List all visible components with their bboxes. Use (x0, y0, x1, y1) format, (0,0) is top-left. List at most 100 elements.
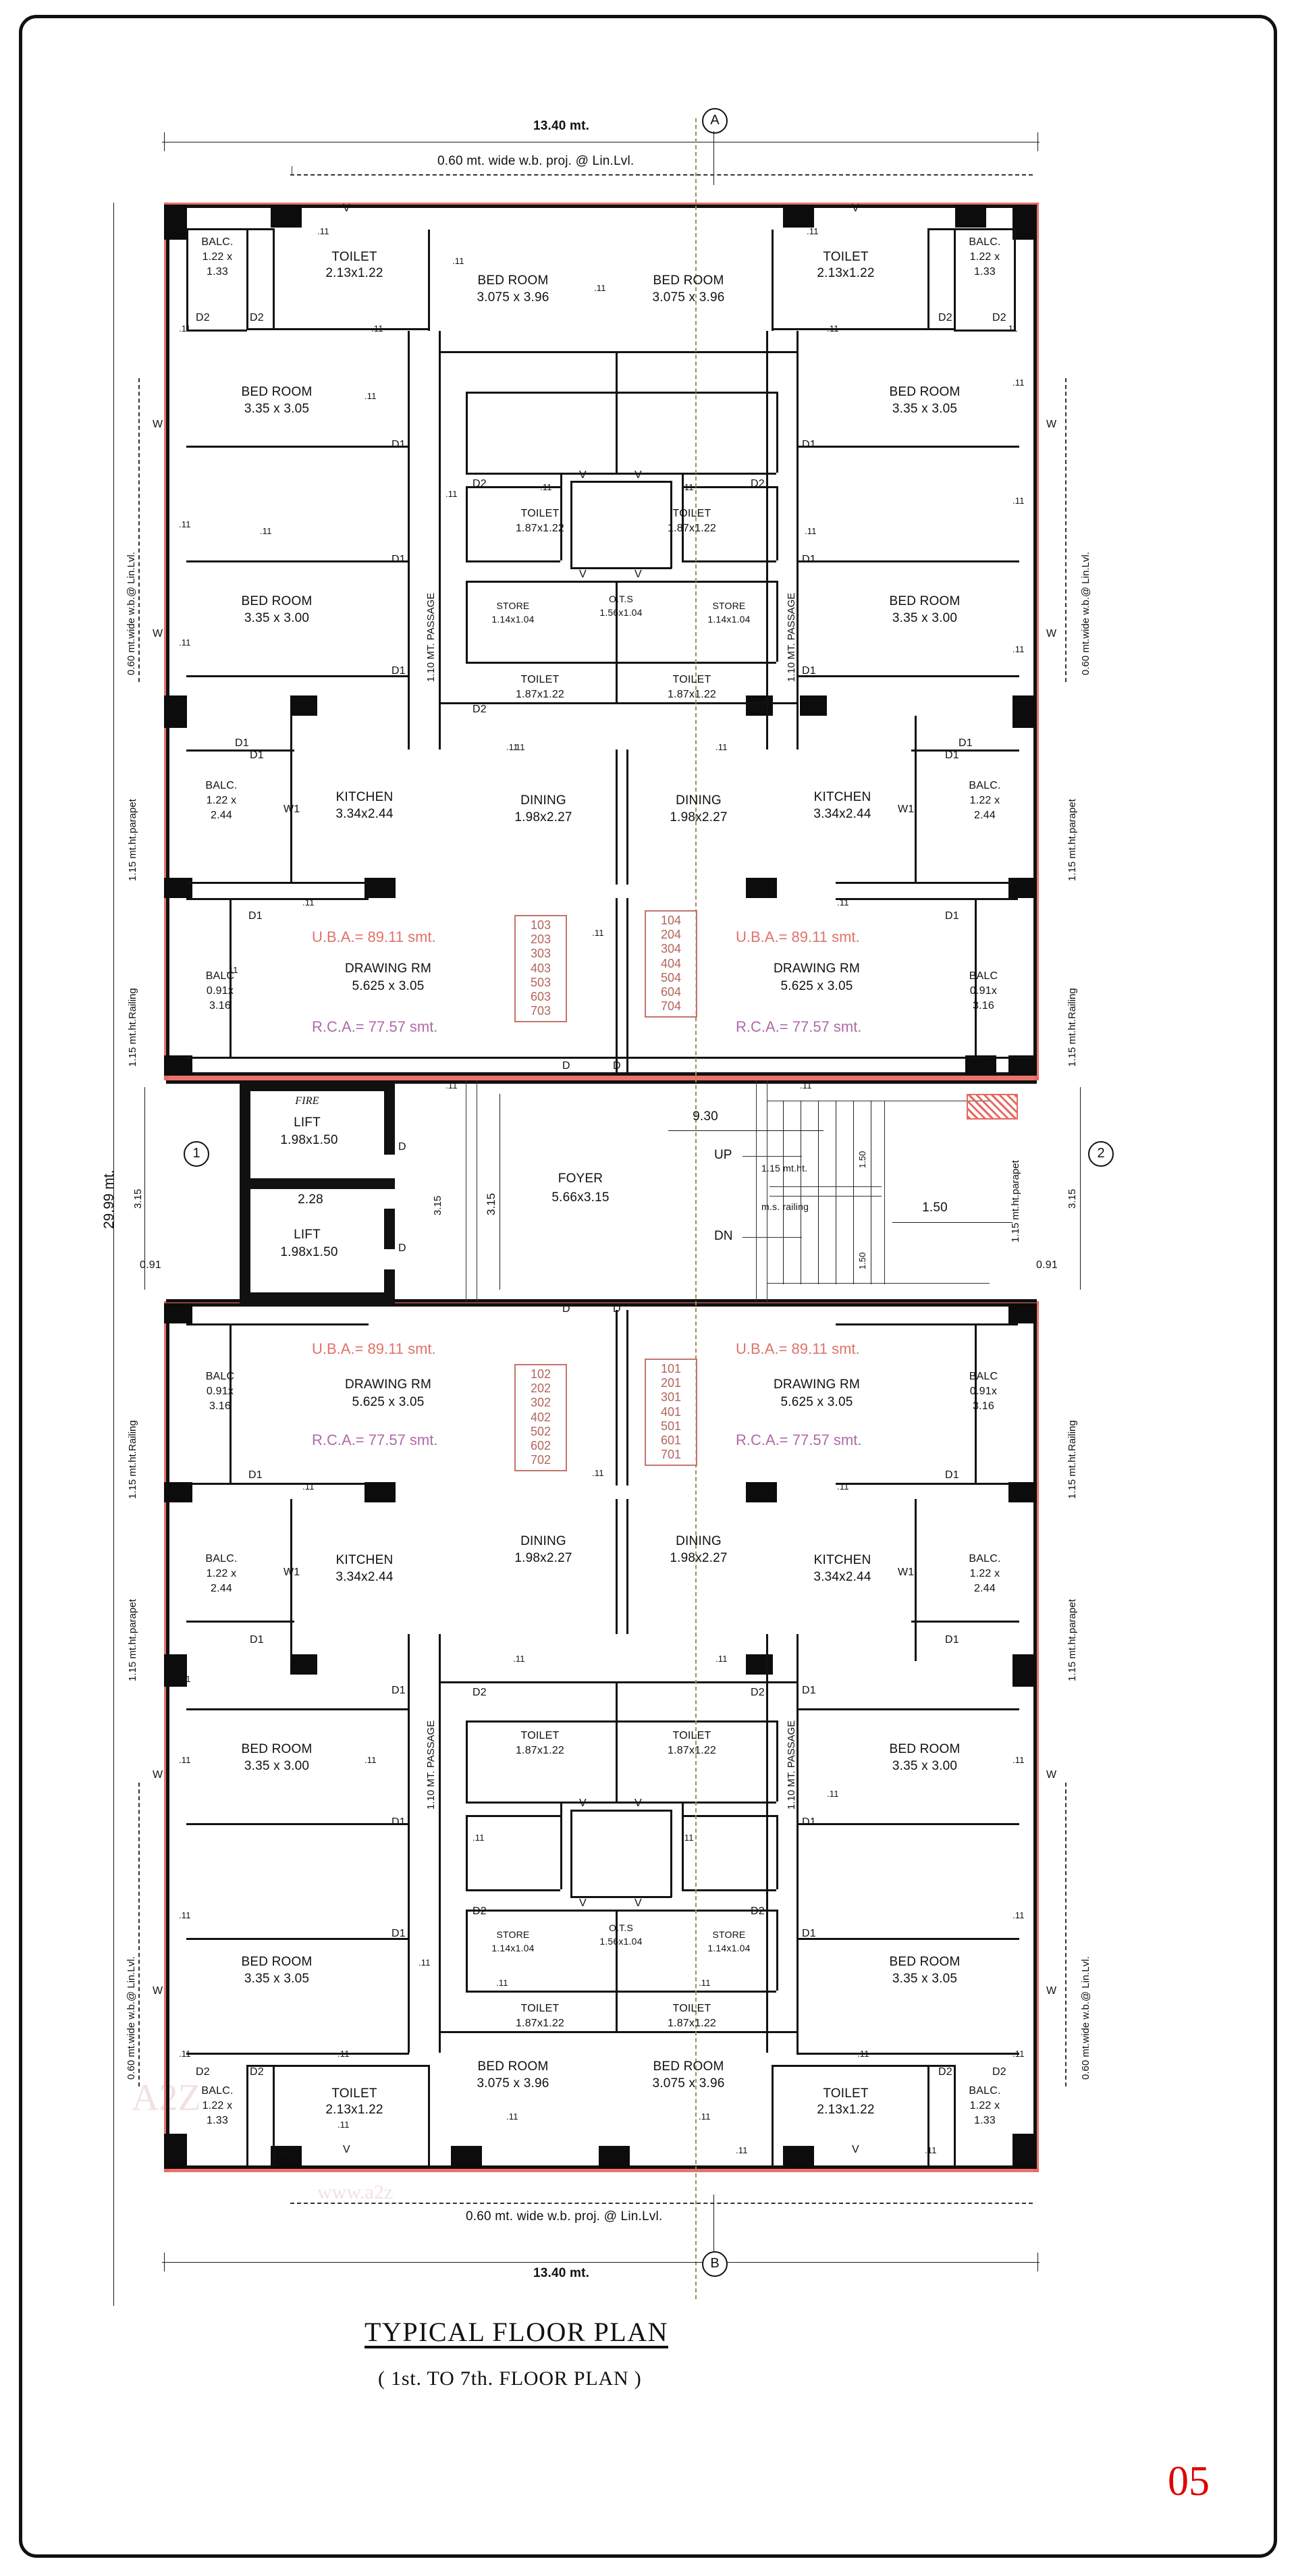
weather-band-top-dash (290, 174, 1033, 176)
unit-number: 103 (530, 918, 551, 932)
room-store-size: 1.14x1.04 (491, 614, 535, 625)
room-dining-label: DINING (676, 1534, 722, 1548)
wall-thickness-note: .11 (699, 2111, 711, 2122)
unit-number: 201 (660, 1376, 682, 1390)
unit-number-box: 104 204 304 404 504 604 704 (645, 910, 697, 1018)
column (271, 2146, 302, 2169)
room-toilet-label: TOILET (331, 2086, 377, 2101)
wall-thickness-note: .11 (496, 1978, 508, 1988)
room-drawing-label: DRAWING RM (774, 1377, 860, 1392)
door-tag-d1: D1 (802, 1816, 816, 1828)
room-bedroom-size: 3.35 x 3.05 (244, 402, 310, 416)
room-store-size: 1.14x1.04 (491, 1943, 535, 1953)
room-toilet-size: 1.87x1.22 (667, 689, 717, 700)
unit-number: 701 (660, 1448, 682, 1462)
room-kitchen-size: 3.34x2.44 (335, 807, 394, 821)
unit-number-box: 103 203 303 403 503 603 703 (514, 915, 567, 1022)
room-drawing-label: DRAWING RM (345, 1377, 431, 1392)
column (164, 1055, 192, 1076)
room-balc-label: BALC. (201, 2085, 234, 2097)
room-balc-label: BALC (205, 970, 235, 982)
room-bedroom-label: BED ROOM (889, 385, 961, 399)
column (164, 2134, 187, 2169)
room-balc-size-b: 2.44 (974, 810, 996, 821)
column (1008, 878, 1037, 898)
ventilator-tag-v: V (579, 1897, 587, 1909)
window-tag-w1: W1 (898, 1567, 915, 1578)
railing-right-note: 1.15 mt.ht.Railing (1066, 1420, 1078, 1499)
wall-thickness-note: .11 (1013, 1910, 1025, 1920)
door-tag-d2: D2 (938, 312, 952, 323)
door-tag-d1: D1 (959, 737, 973, 749)
door-tag-d1: D1 (392, 439, 406, 450)
window-tag-w: W (1046, 419, 1057, 430)
room-bedroom-size: 3.35 x 3.05 (892, 402, 958, 416)
sheet-border (19, 15, 1277, 2558)
lift-upper-label: LIFT (294, 1115, 321, 1130)
column (783, 205, 814, 228)
room-balc-label: BALC. (969, 1553, 1001, 1565)
wall-thickness-note: .11 (179, 1910, 191, 1920)
room-balc-size-b: 3.16 (973, 1000, 994, 1011)
window-tag-w: W (1046, 1985, 1057, 1997)
column (164, 695, 187, 728)
unit-number: 504 (660, 970, 682, 984)
bottom-dimension-line (162, 2262, 1040, 2263)
room-bedroom-size: 3.35 x 3.00 (244, 1759, 310, 1773)
room-bedroom-label: BED ROOM (889, 1742, 961, 1756)
column (164, 1654, 187, 1687)
room-toilet-label: TOILET (672, 674, 711, 685)
room-dining-size: 1.98x2.27 (670, 1551, 728, 1565)
door-tag-d1: D1 (945, 750, 959, 761)
door-tag-d2: D2 (473, 1905, 487, 1917)
wall-thickness-note: .11 (338, 2120, 350, 2130)
room-balc-label: BALC. (205, 1553, 238, 1565)
grid-line-a (713, 131, 714, 185)
room-balc-size-a: 0.91x (206, 1386, 234, 1397)
unit-number: 404 (660, 956, 682, 970)
wall-thickness-note: .11 (452, 256, 464, 266)
room-dining-size: 1.98x2.27 (670, 810, 728, 824)
room-bedroom-label: BED ROOM (477, 2059, 549, 2074)
wall-thickness-note: .11 (179, 1755, 191, 1765)
room-ots-size: 1.56x1.04 (599, 607, 643, 618)
weather-band-left-note: 0.60 mt.wide w.b.@ Lin.Lvl. (126, 1956, 137, 2080)
column (271, 205, 302, 228)
window-tag-w1: W1 (284, 1567, 300, 1578)
room-store-label: STORE (496, 600, 530, 611)
room-toilet-size: 2.13x1.22 (817, 2103, 875, 2117)
window-tag-w: W (1046, 628, 1057, 639)
room-toilet-label: TOILET (672, 2003, 711, 2014)
room-balc-size-a: 1.22 x (206, 1568, 237, 1579)
lift-upper-size: 1.98x1.50 (280, 1133, 338, 1147)
wall-thickness-note: .11 (473, 1833, 485, 1843)
column (746, 1654, 773, 1675)
room-toilet-label: TOILET (520, 508, 560, 519)
plan-title: TYPICAL FLOOR PLAN (364, 2317, 668, 2347)
door-tag-d1: D1 (248, 1469, 263, 1481)
wall-thickness-note: .11 (179, 519, 191, 529)
room-balc-label: BALC (969, 970, 998, 982)
window-tag-w: W (153, 1985, 163, 1997)
room-toilet-size: 2.13x1.22 (325, 266, 383, 280)
room-kitchen-size: 3.34x2.44 (813, 1570, 871, 1584)
room-balc-size-b: 1.33 (974, 266, 996, 278)
unit-number: 502 (530, 1424, 551, 1438)
grid-mark-2: 2 (1088, 1141, 1114, 1167)
room-kitchen-size: 3.34x2.44 (813, 807, 871, 821)
parapet-right-stair-note: 1.15 mt.ht.parapet (1010, 1160, 1021, 1242)
wall-thickness-note: .11 (364, 391, 377, 401)
wall-thickness-note: .11 (226, 965, 238, 975)
door-tag-d1: D1 (945, 1469, 959, 1481)
railing-right-note: 1.15 mt.ht.Railing (1066, 988, 1078, 1067)
door-tag-d2: D2 (751, 1905, 765, 1917)
column (1008, 1055, 1037, 1076)
window-tag-w1: W1 (284, 804, 300, 815)
room-bedroom-label: BED ROOM (653, 273, 724, 288)
unit-number: 604 (660, 985, 682, 999)
room-ots-label: O.T.S (608, 1922, 633, 1933)
wall-thickness-note: .11 (446, 489, 458, 499)
lift-lower-size: 1.98x1.50 (280, 1245, 338, 1259)
room-bedroom-size: 3.35 x 3.00 (244, 611, 310, 625)
room-bedroom-label: BED ROOM (653, 2059, 724, 2074)
